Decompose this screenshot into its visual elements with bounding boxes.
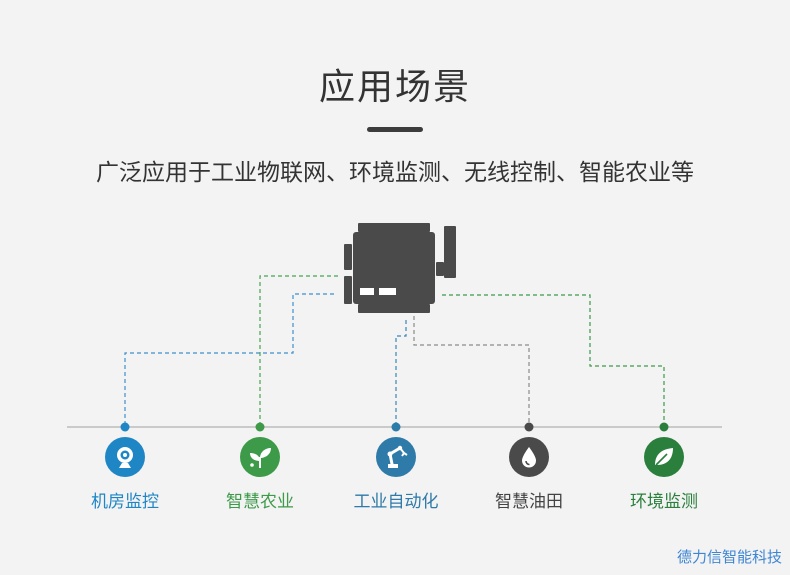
scenario-label: 智慧油田 [495, 492, 563, 512]
leaf-icon [644, 437, 684, 477]
company-watermark: 德力信智能科技 [676, 548, 782, 566]
dot-gongye [391, 422, 401, 432]
connector-youtian [413, 316, 530, 427]
oil-drop-icon [509, 437, 549, 477]
scenario-huanjing: 环境监测 [604, 437, 724, 512]
scenario-jifang: 机房监控 [65, 437, 185, 512]
camera-icon [105, 437, 145, 477]
robot-arm-icon [376, 437, 416, 477]
scenario-label: 机房监控 [91, 492, 159, 512]
title-underline [367, 127, 423, 132]
connector-jifang [124, 293, 334, 427]
dot-nongye [255, 422, 265, 432]
sprout-icon [240, 437, 280, 477]
dot-jifang [120, 422, 130, 432]
connector-huanjing [442, 294, 665, 427]
wireless-module-icon [344, 223, 456, 313]
connector-gongye [395, 320, 407, 427]
scenario-label: 环境监测 [630, 492, 698, 512]
connector-nongye [259, 275, 338, 427]
dot-youtian [524, 422, 534, 432]
scenario-youtian: 智慧油田 [469, 437, 589, 512]
scenario-nongye: 智慧农业 [200, 437, 320, 512]
scenario-label: 智慧农业 [226, 492, 294, 512]
page-subtitle: 广泛应用于工业物联网、环境监测、无线控制、智能农业等 [96, 160, 694, 186]
scenario-label: 工业自动化 [353, 492, 439, 512]
dot-huanjing [659, 422, 669, 432]
page-title: 应用场景 [318, 67, 471, 108]
scenario-gongye: 工业自动化 [336, 437, 456, 512]
